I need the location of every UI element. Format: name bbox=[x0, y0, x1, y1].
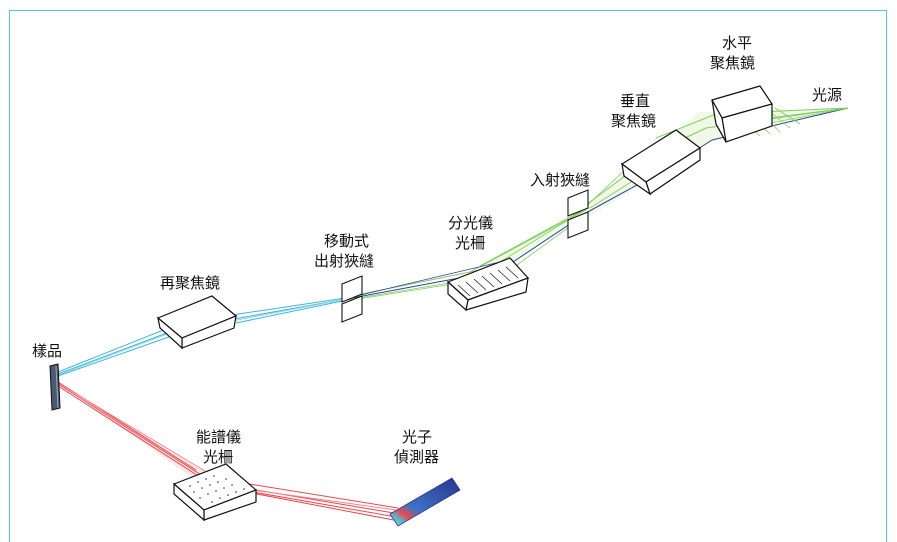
refocusing-mirror bbox=[156, 295, 238, 350]
label-entrance-slit: 入射狹縫 bbox=[530, 171, 590, 189]
beam-exit-to-sample bbox=[57, 296, 353, 377]
label-exit-slit-line1: 移動式 bbox=[324, 232, 369, 250]
photon-detector bbox=[389, 477, 461, 527]
label-exit-slit-line2: 出射狹縫 bbox=[314, 252, 374, 270]
beam-sample-to-detector bbox=[57, 381, 405, 523]
diagram-frame bbox=[9, 10, 887, 542]
label-vertical-mirror-line2: 聚焦鏡 bbox=[611, 112, 656, 130]
label-sample: 樣品 bbox=[32, 342, 62, 360]
label-spectrometer-grating-line2: 光柵 bbox=[203, 448, 233, 466]
monochromator-grating bbox=[446, 257, 530, 312]
exit-slit bbox=[341, 275, 363, 323]
label-refocus-mirror: 再聚焦鏡 bbox=[160, 274, 220, 292]
label-mono-grating-line2: 光柵 bbox=[455, 234, 485, 252]
vertical-focusing-mirror bbox=[620, 129, 702, 196]
sample bbox=[49, 363, 61, 411]
label-vertical-mirror-line1: 垂直 bbox=[620, 92, 650, 110]
label-horizontal-mirror-line1: 水平 bbox=[722, 34, 752, 52]
label-spectrometer-grating-line1: 能譜儀 bbox=[196, 428, 241, 446]
label-mono-grating-line1: 分光儀 bbox=[448, 214, 493, 232]
entrance-slit bbox=[567, 189, 589, 239]
horizontal-focusing-mirror bbox=[711, 85, 773, 143]
label-detector-line2: 偵測器 bbox=[394, 448, 439, 466]
label-detector-line1: 光子 bbox=[402, 428, 432, 446]
label-horizontal-mirror-line2: 聚焦鏡 bbox=[710, 54, 755, 72]
spectrometer-grating bbox=[172, 463, 258, 522]
label-light-source: 光源 bbox=[812, 86, 842, 104]
